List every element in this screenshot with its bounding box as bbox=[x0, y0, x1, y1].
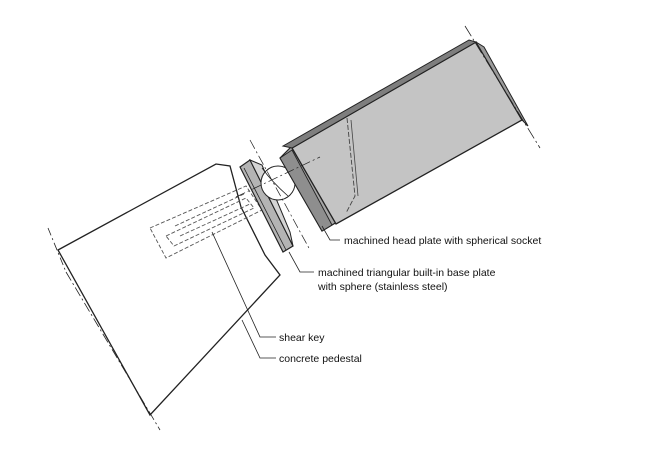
base-plate-label-line2: with sphere (stainless steel) bbox=[317, 281, 448, 293]
pedestal-outline bbox=[57, 163, 281, 417]
sphere-seat-line bbox=[261, 167, 289, 197]
steel-strut bbox=[281, 25, 541, 225]
strut-internal-hidden-line bbox=[345, 117, 356, 214]
leader-lines bbox=[211, 225, 340, 359]
base-plate-leader bbox=[288, 251, 314, 273]
shear-key-slot-line-2 bbox=[179, 203, 251, 237]
pedestal-break-line bbox=[47, 227, 67, 273]
stainless-sphere bbox=[260, 165, 296, 201]
pedestal-leader bbox=[241, 319, 276, 359]
pedestal-label: concrete pedestal bbox=[279, 353, 362, 365]
strut-break-line bbox=[464, 25, 541, 149]
concrete-pedestal bbox=[47, 163, 281, 431]
strut-body bbox=[291, 41, 523, 225]
pedestal-break-line-lower bbox=[65, 271, 161, 431]
head-plate-label: machined head plate with spherical socke… bbox=[344, 235, 541, 247]
joint-axis-line bbox=[249, 139, 311, 251]
shear-key-outline-inner bbox=[165, 197, 255, 247]
shear-key-label: shear key bbox=[279, 332, 325, 344]
strut-internal-solid-line bbox=[350, 119, 359, 197]
head-plate-face bbox=[279, 149, 333, 232]
head-plate-leader bbox=[321, 225, 340, 241]
base-plate-edge bbox=[243, 167, 287, 251]
strut-far-end bbox=[475, 41, 529, 127]
shear-key-slot-line bbox=[174, 193, 245, 227]
shear-key-leader bbox=[211, 231, 276, 338]
base-plate-label-line1: machined triangular built-in base plate bbox=[318, 267, 496, 279]
center-axis-line bbox=[235, 156, 321, 198]
